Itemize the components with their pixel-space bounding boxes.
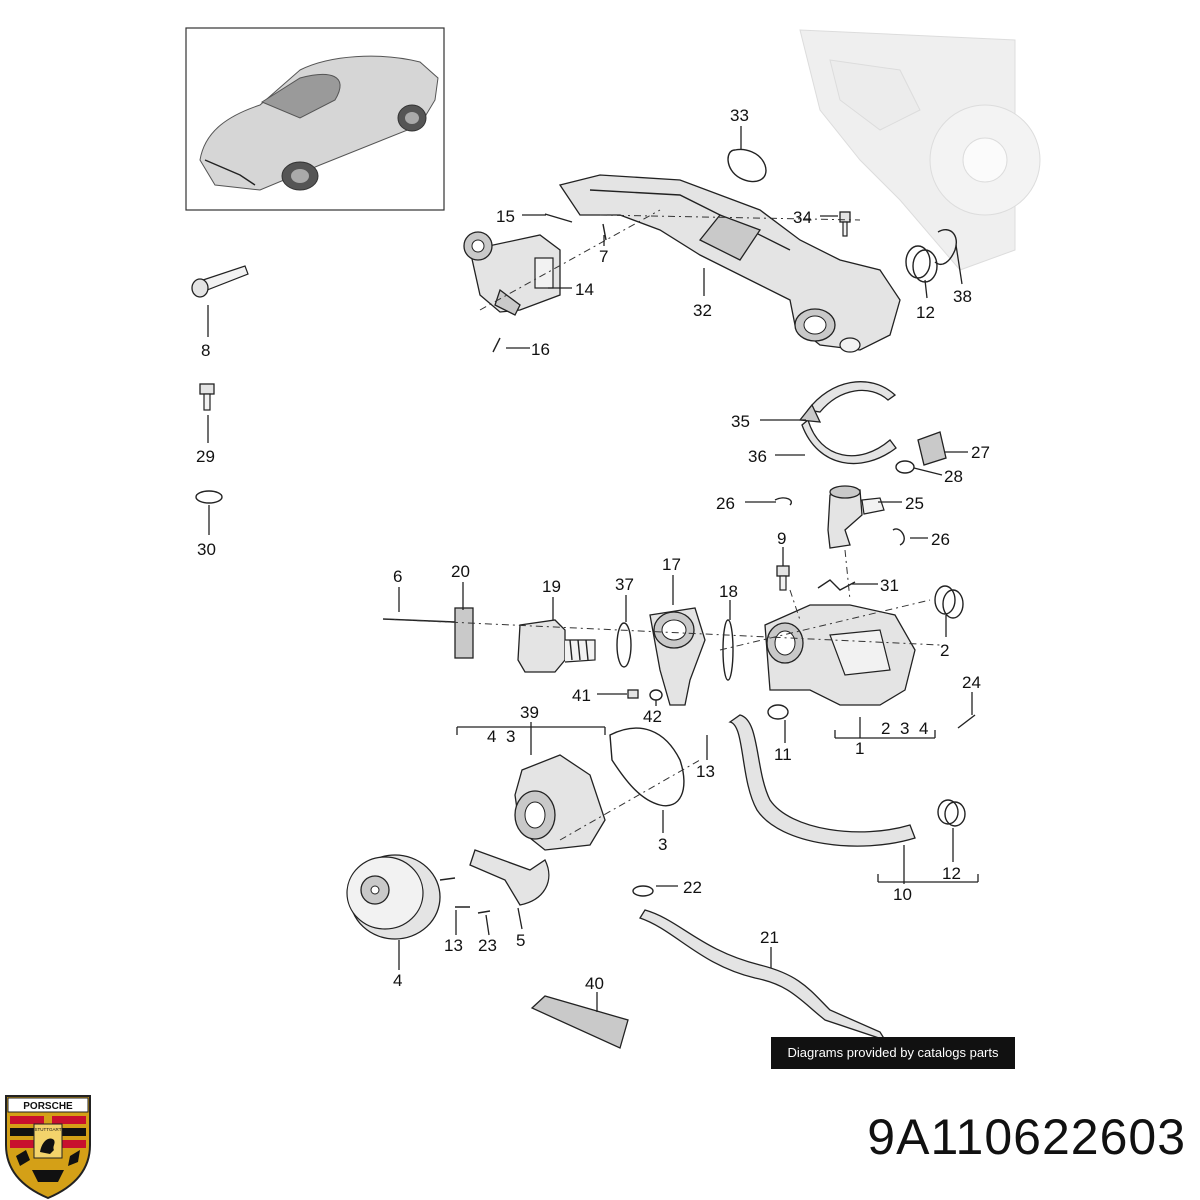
callout-1: 1 (855, 739, 864, 758)
callout-11: 11 (774, 745, 792, 764)
callout-14: 14 (575, 280, 594, 299)
callout-17: 17 (662, 555, 681, 574)
car-thumbnail (185, 27, 445, 211)
callout-31: 31 (880, 576, 899, 595)
coolant-elbow (827, 485, 885, 549)
callout-37: 37 (615, 575, 634, 594)
callout-32: 32 (693, 301, 712, 320)
thermostat-19 (517, 619, 596, 673)
callout-40: 40 (585, 974, 604, 993)
diagram-credit: Diagrams provided by catalogs parts (771, 1037, 1015, 1069)
callout-23: 23 (478, 936, 497, 955)
callout-41: 41 (572, 686, 591, 705)
callout-10: 10 (893, 885, 912, 904)
callout-30: 30 (197, 540, 216, 559)
cover-20 (454, 607, 474, 659)
callout-21: 21 (760, 928, 779, 947)
callout-2a: 2 (940, 641, 949, 660)
callout-3a: 3 (506, 727, 515, 746)
callout-4c: 4 (393, 971, 402, 990)
callout-34: 34 (793, 208, 812, 227)
callout-27: 27 (971, 443, 990, 462)
seal-33 (727, 148, 767, 183)
leader-lines (207, 126, 979, 1012)
engine-background (799, 29, 1041, 271)
coolant-pump-housing (764, 604, 916, 706)
oring-30 (195, 490, 223, 504)
callout-3c: 3 (658, 835, 667, 854)
logo-city-text: STUTTGART (35, 1127, 62, 1132)
pulley (346, 854, 441, 940)
callout-13a: 13 (696, 762, 715, 781)
callout-26a: 26 (716, 494, 735, 513)
part-number: 9A110622603 (867, 1109, 1186, 1165)
callout-19: 19 (542, 577, 561, 596)
callout-15: 15 (496, 207, 515, 226)
callout-12a: 12 (916, 303, 935, 322)
callout-25: 25 (905, 494, 924, 513)
callout-22: 22 (683, 878, 702, 897)
callout-26b: 26 (931, 530, 950, 549)
thermostat-valve (463, 231, 561, 316)
bolt-29 (199, 383, 215, 411)
callout-5: 5 (516, 931, 525, 950)
callout-8: 8 (201, 341, 210, 360)
callout-33: 33 (730, 106, 749, 125)
callout-6: 6 (393, 567, 402, 586)
coolant-hose (728, 714, 916, 847)
callout-38: 38 (953, 287, 972, 306)
gasket-3 (609, 727, 685, 807)
coolant-manifold (558, 174, 901, 353)
sealant-tube (530, 995, 629, 1049)
callout-4a: 4 (487, 727, 496, 746)
bolt-8 (191, 265, 249, 298)
callout-29: 29 (196, 447, 215, 466)
callout-2b: 2 (881, 719, 890, 738)
callout-7: 7 (599, 247, 608, 266)
callout-42: 42 (643, 707, 662, 726)
heat-shield-bracket (798, 381, 897, 465)
porsche-crest-logo: PORSCHE STUTTGART (5, 1095, 91, 1200)
callout-36: 36 (748, 447, 767, 466)
callout-24: 24 (962, 673, 981, 692)
callout-16: 16 (531, 340, 550, 359)
heat-shield (469, 849, 550, 906)
callout-35: 35 (731, 412, 750, 431)
callout-39: 39 (520, 703, 539, 722)
callout-20: 20 (451, 562, 470, 581)
callout-9: 9 (777, 529, 786, 548)
thermostat-housing (649, 607, 706, 706)
callout-3b: 3 (900, 719, 909, 738)
water-pump (514, 754, 606, 851)
callout-12b: 12 (942, 864, 961, 883)
callout-18: 18 (719, 582, 738, 601)
callout-28: 28 (944, 467, 963, 486)
callout-4b: 4 (919, 719, 928, 738)
callouts: 33 15 34 7 14 32 12 38 8 16 29 30 35 27 … (196, 106, 990, 993)
callout-13b: 13 (444, 936, 463, 955)
logo-brand-text: PORSCHE (23, 1101, 73, 1112)
